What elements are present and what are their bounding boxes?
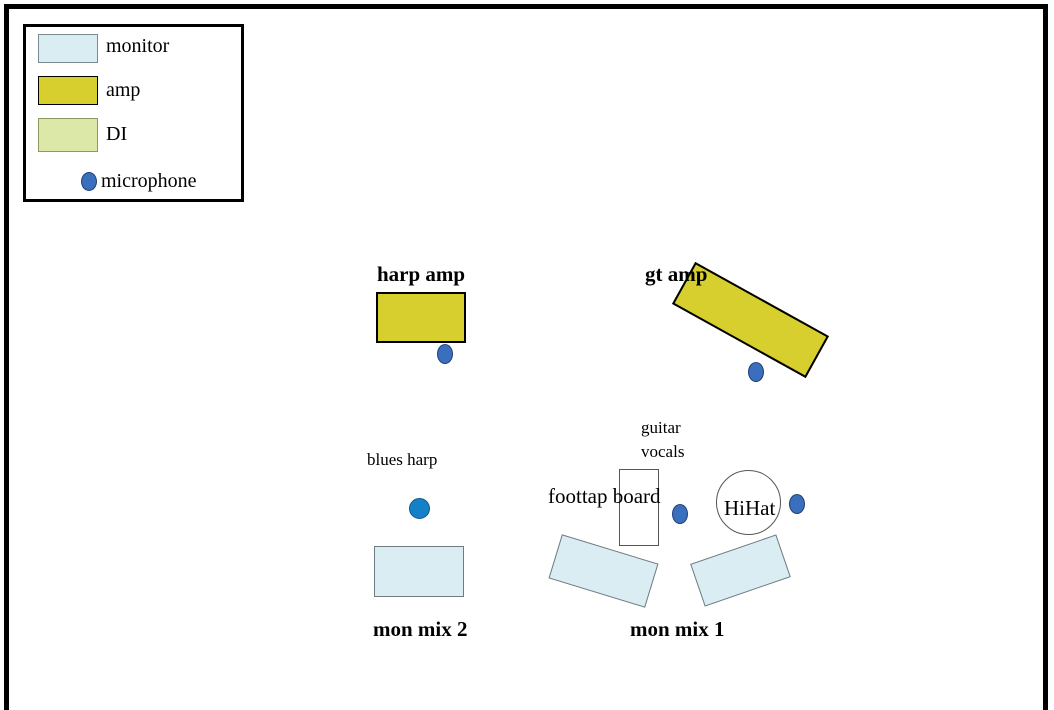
harp-amp-microphone (437, 344, 453, 364)
legend-microphone-icon (81, 172, 97, 191)
hihat-label: HiHat (724, 496, 776, 520)
mon-mix-1-label: mon mix 1 (630, 617, 725, 641)
vocal-microphone (672, 504, 688, 524)
guitar-vocals-label-line2: vocals (641, 442, 685, 461)
legend-label-monitor: monitor (106, 35, 170, 57)
harp-amp (376, 292, 466, 343)
legend-swatch-amp (38, 76, 98, 105)
legend-label-di: DI (106, 123, 128, 145)
guitar-vocals-label-line1: guitar (641, 418, 681, 437)
foottap-board-label: foottap board (548, 484, 661, 508)
legend-label-amp: amp (106, 79, 141, 101)
blues-harp-microphone (409, 498, 430, 519)
harp-amp-label: harp amp (377, 262, 466, 286)
legend-label-microphone: microphone (101, 170, 197, 192)
monitor-mix-2 (374, 546, 464, 597)
legend: monitor amp DI microphone (23, 24, 244, 202)
blues-harp-label: blues harp (367, 450, 438, 469)
mon-mix-2-label: mon mix 2 (373, 617, 468, 641)
stage-frame (4, 4, 1048, 710)
gt-amp-microphone (748, 362, 764, 382)
foottap-board (619, 469, 659, 546)
hihat (716, 470, 781, 535)
hihat-microphone (789, 494, 805, 514)
legend-swatch-monitor (38, 34, 98, 63)
gt-amp-label: gt amp (645, 262, 708, 286)
legend-swatch-di (38, 118, 98, 152)
